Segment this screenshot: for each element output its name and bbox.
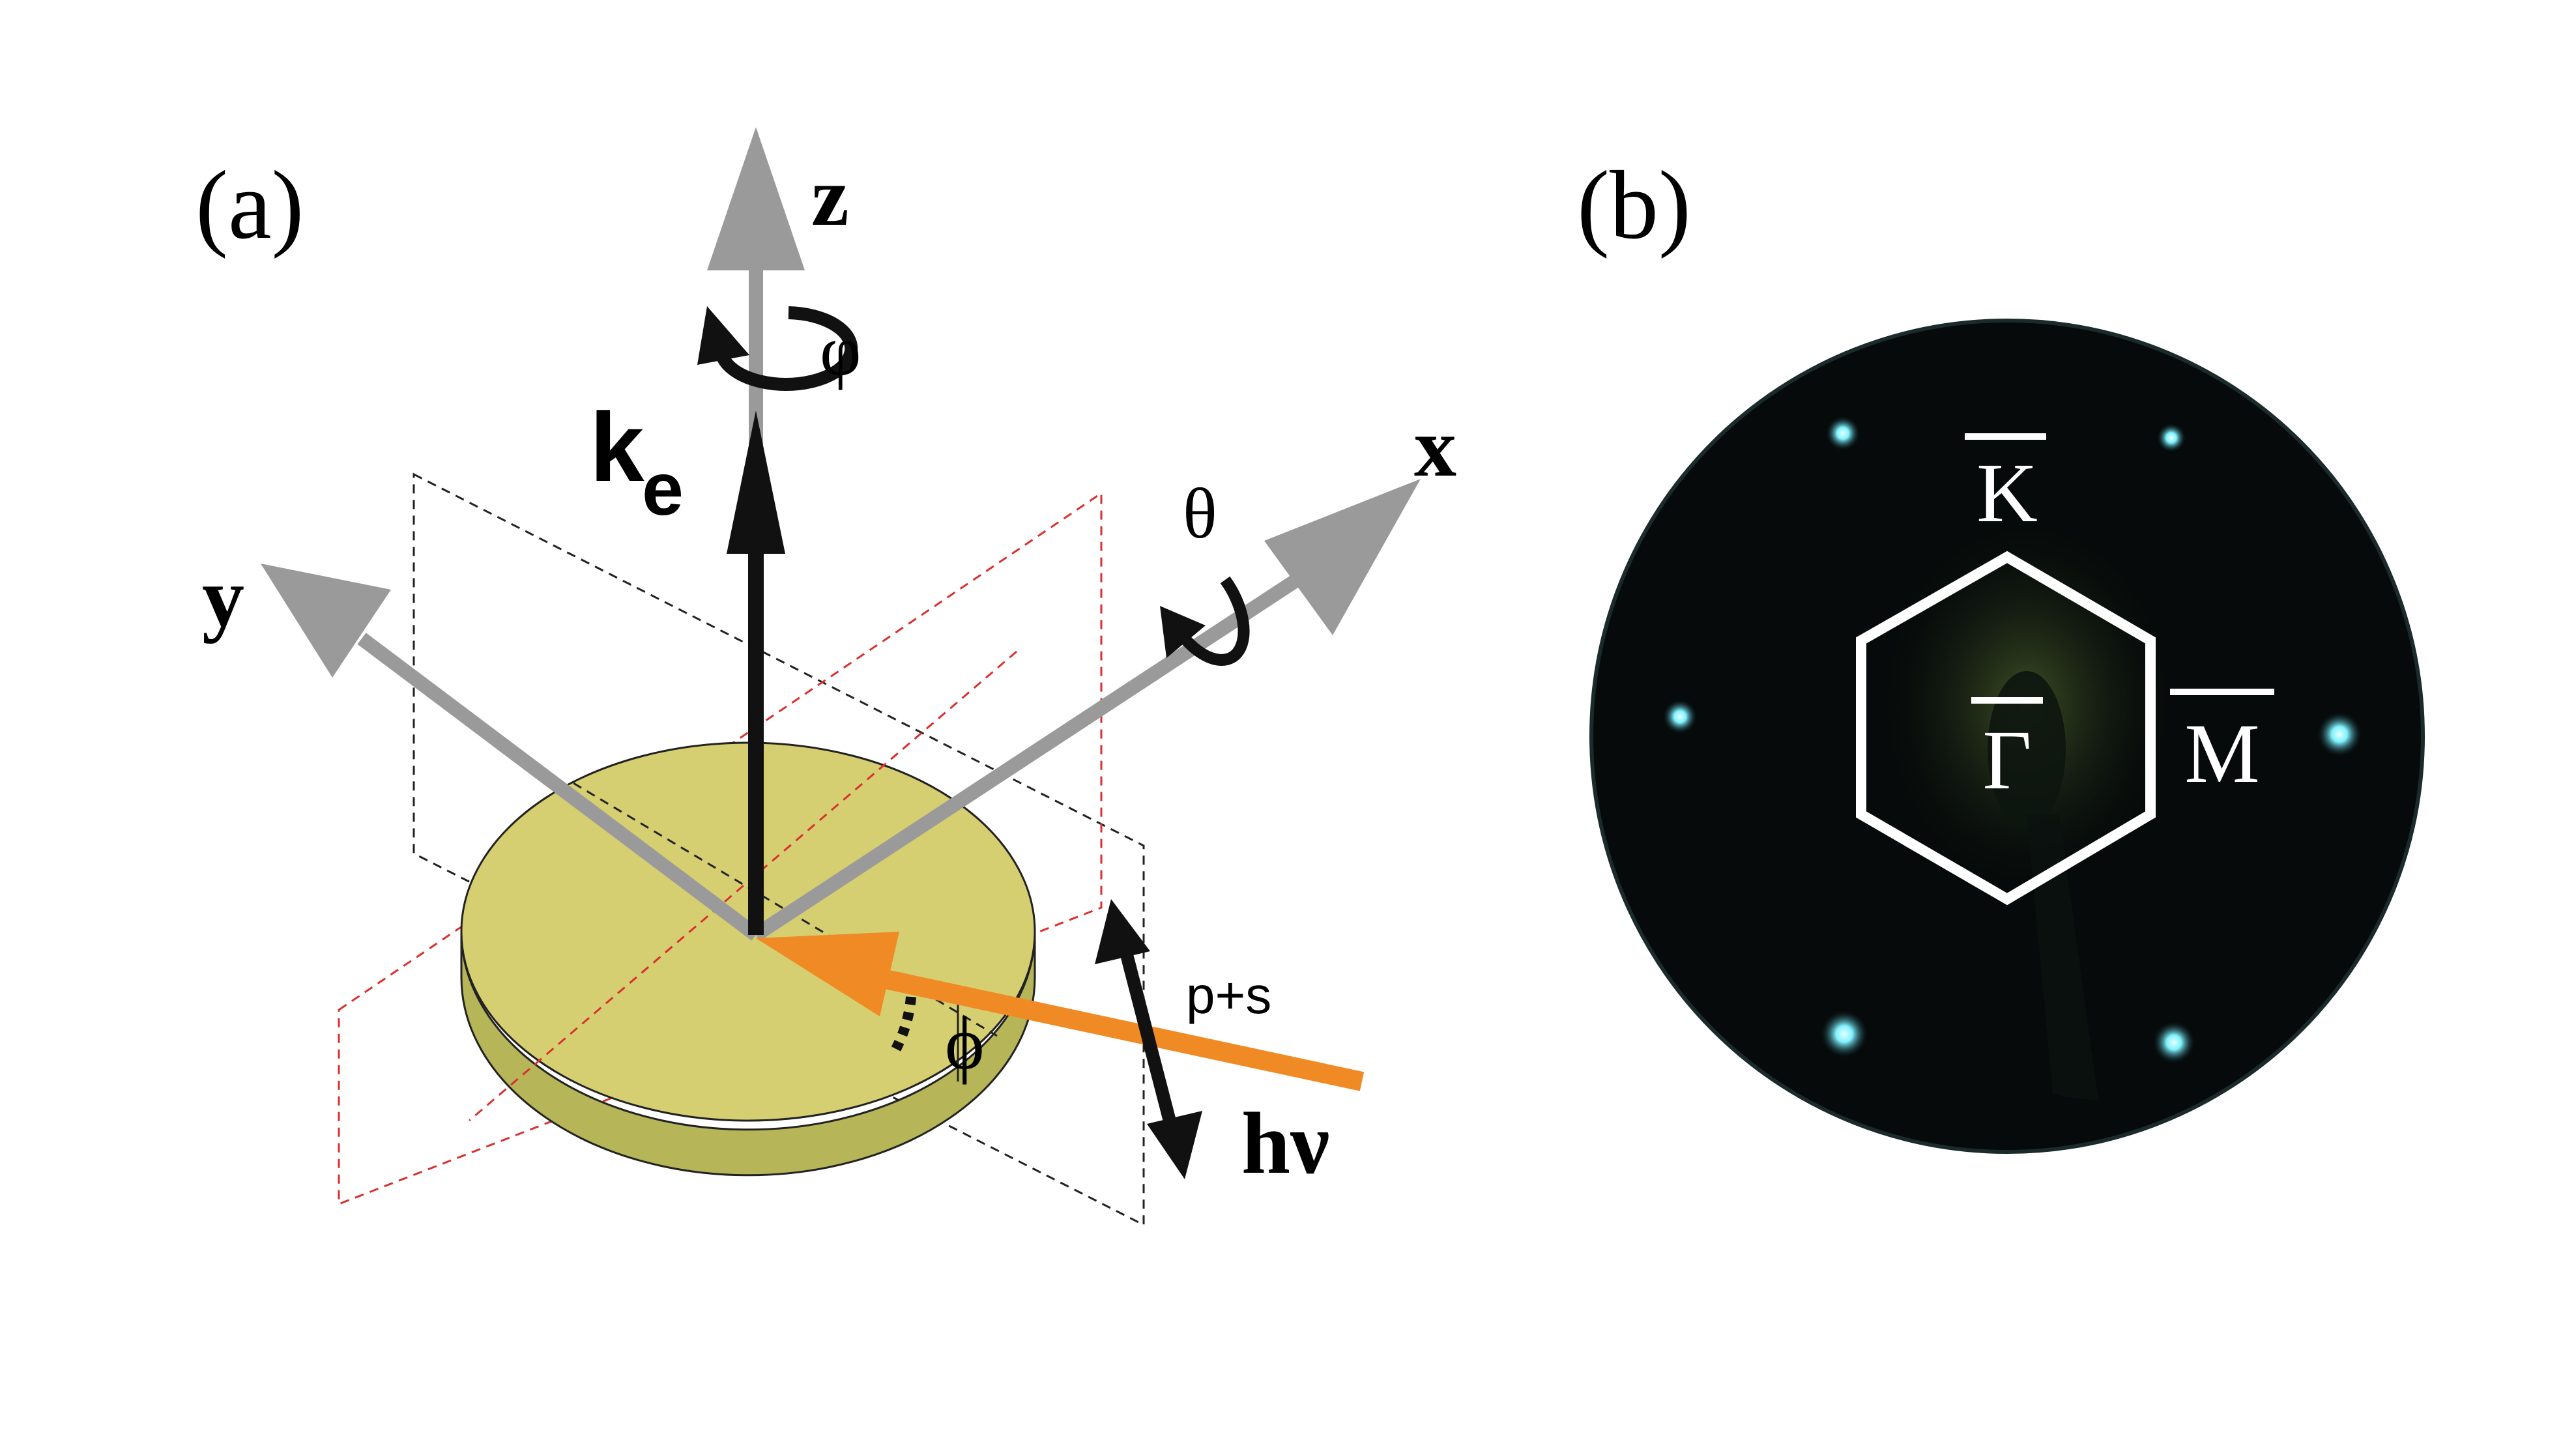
y-axis-label: y	[202, 551, 244, 644]
panel-b-label: (b)	[1577, 151, 1691, 259]
angle-phi-label: ϕ	[945, 1002, 985, 1085]
ke-label-sub: e	[642, 448, 684, 531]
angle-phi-arc	[891, 996, 916, 1052]
brillouin-zone-hexagon	[1856, 551, 2156, 906]
rotation-theta-label: θ	[1183, 474, 1217, 553]
leed-screen	[1589, 319, 2425, 1154]
rotation-theta-icon	[1160, 576, 1250, 666]
rotation-phi-label: φ	[820, 311, 861, 390]
K-point-label: K	[1976, 446, 2038, 540]
panel-a: (a) z x y	[195, 127, 1456, 1227]
y-axis-arrow	[261, 564, 760, 941]
M-point-label: M	[2184, 707, 2260, 801]
ke-arrow	[727, 410, 785, 935]
leed-spot	[1826, 416, 1860, 450]
panel-a-label: (a)	[195, 151, 304, 259]
panel-b: (b) K Γ M	[1577, 151, 2425, 1154]
ke-label: k e	[590, 392, 684, 531]
photon-beam-arrow	[756, 932, 1365, 1091]
rotation-phi-icon	[697, 306, 858, 391]
leed-spot	[2153, 1022, 2195, 1063]
x-axis-label: x	[1414, 401, 1456, 495]
leed-spot	[1663, 700, 1697, 734]
polarization-label: p+s	[1186, 966, 1271, 1024]
photon-label: hν	[1241, 1095, 1329, 1192]
plane-black-dashed	[412, 472, 1145, 1227]
x-axis-arrow	[751, 479, 1421, 941]
Gamma-point-label: Γ	[1982, 713, 2031, 807]
ke-label-main: k	[590, 392, 644, 502]
z-axis-label: z	[811, 150, 849, 244]
leed-spot	[1821, 1011, 1868, 1057]
leed-spots	[1663, 416, 2362, 1063]
polarization-arrow	[1095, 899, 1202, 1179]
leed-spot	[2317, 712, 2362, 756]
plane-red-dashed	[338, 491, 1103, 1206]
leed-spot	[2157, 423, 2186, 452]
